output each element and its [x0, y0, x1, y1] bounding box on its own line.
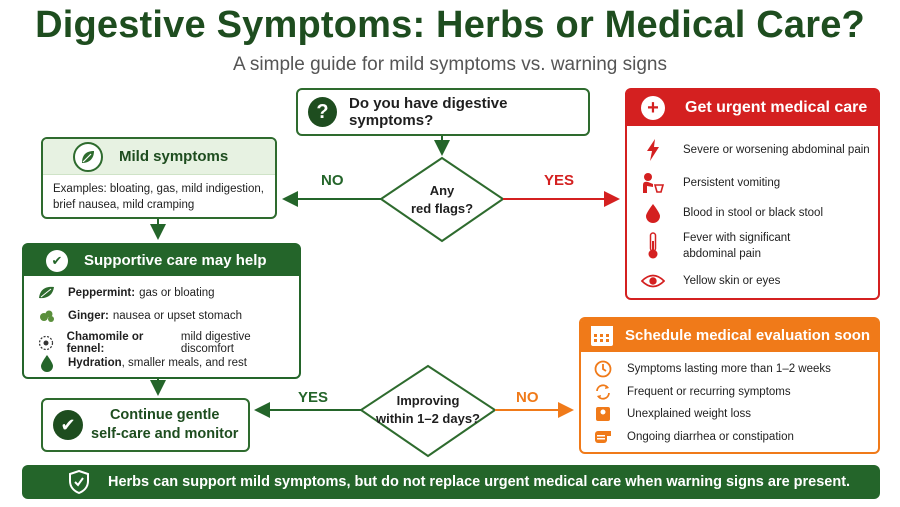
evaluation-item: Symptoms lasting more than 1–2 weeks [593, 360, 831, 378]
decision1-line1: Any [429, 183, 455, 198]
shield-check-icon [68, 470, 90, 494]
decision1-line2: red flags? [410, 201, 474, 216]
continue-self-care-box: ✔ Continue gentle self-care and monitor [41, 398, 250, 452]
medical-evaluation-box: Schedule medical evaluation soon Symptom… [579, 317, 880, 454]
urgent-care-box: + Get urgent medical care Severe or wors… [625, 88, 880, 300]
evaluation-item-text: Ongoing diarrhea or constipation [627, 431, 794, 443]
urgent-item-text: Yellow skin or eyes [683, 275, 781, 287]
leaf-icon [73, 141, 103, 172]
decision-diamond-red-flags [379, 156, 505, 243]
evaluation-item: Ongoing diarrhea or constipation [593, 429, 794, 445]
evaluation-item-text: Symptoms lasting more than 1–2 weeks [627, 363, 831, 375]
supportive-item-ginger: Ginger: nausea or upset stomach [36, 308, 242, 324]
decision2-yes-label: YES [298, 389, 329, 406]
page-title: Digestive Symptoms: Herbs or Medical Car… [35, 4, 865, 46]
decision2-line1: Improving [396, 393, 460, 408]
evaluation-item-text: Unexplained weight loss [627, 408, 752, 420]
supportive-item-bold: Ginger: [68, 310, 109, 322]
question-icon: ? [308, 97, 338, 127]
urgent-item: Severe or worsening abdominal pain [641, 139, 870, 161]
chamomile-flower-icon [36, 334, 57, 352]
question-text: Do you have digestive symptoms? [349, 95, 508, 129]
blood-drop-icon [641, 203, 665, 223]
supportive-item-bold: Peppermint: [68, 287, 136, 299]
mild-symptoms-line2: brief nausea, mild cramping [53, 199, 195, 211]
urgent-item-line1: Fever with significant [683, 232, 791, 244]
evaluation-title: Schedule medical evaluation soon [625, 327, 871, 344]
urgent-item-text: Severe or worsening abdominal pain [683, 144, 870, 156]
decision2-text: Improving within 1–2 days? [372, 392, 484, 428]
urgent-item-text: Persistent vomiting [683, 177, 781, 189]
mild-symptoms-box: Mild symptoms Examples: bloating, gas, m… [41, 137, 277, 219]
clock-icon [593, 360, 613, 378]
urgent-item: Yellow skin or eyes [641, 273, 780, 289]
decision1-yes-label: YES [544, 172, 575, 189]
supportive-item-text: , smaller meals, and rest [121, 357, 247, 369]
supportive-item-bold: Chamomile or fennel: [66, 331, 144, 355]
recurring-arrows-icon [593, 383, 613, 401]
toilet-paper-icon [593, 429, 613, 445]
supportive-item-bold: Hydration [68, 357, 122, 369]
check-circle-icon: ✔ [46, 249, 68, 272]
urgent-item-line2: abdominal pain [683, 248, 762, 260]
mild-symptoms-title: Mild symptoms [119, 148, 229, 165]
eye-icon [641, 273, 665, 289]
urgent-item: Fever with significant abdominal pain [641, 230, 790, 262]
decision2-no-label: NO [516, 389, 539, 406]
medical-cross-icon: + [641, 96, 665, 120]
supportive-item-text: gas or bloating [139, 287, 215, 299]
footer-text: Herbs can support mild symptoms, but do … [108, 474, 851, 490]
supportive-item-peppermint: Peppermint: gas or bloating [36, 285, 215, 301]
evaluation-item: Frequent or recurring symptoms [593, 383, 791, 401]
decision1-no-label: NO [321, 172, 344, 189]
question-box: ? Do you have digestive symptoms? [296, 88, 590, 136]
supportive-item-chamomile: Chamomile or fennel: mild digestive disc… [36, 331, 299, 355]
water-drop-icon [36, 354, 58, 372]
page-subtitle: A simple guide for mild symptoms vs. war… [233, 54, 667, 75]
evaluation-item: Unexplained weight loss [593, 406, 751, 422]
peppermint-leaf-icon [36, 285, 58, 301]
decision-diamond-improving [359, 364, 497, 458]
supportive-care-box: ✔ Supportive care may help Peppermint: g… [22, 243, 301, 379]
urgent-care-title: Get urgent medical care [685, 99, 868, 116]
decision2-line2: within 1–2 days? [375, 411, 481, 426]
supportive-item-hydration: Hydration , smaller meals, and rest [36, 354, 247, 372]
supportive-care-title: Supportive care may help [84, 252, 267, 269]
thermometer-icon [641, 232, 665, 260]
footer-banner: Herbs can support mild symptoms, but do … [22, 465, 880, 499]
urgent-item: Blood in stool or black stool [641, 203, 823, 223]
urgent-item: Persistent vomiting [641, 172, 780, 194]
lightning-pain-icon [641, 139, 665, 161]
supportive-item-text: mild digestive discomfort [180, 331, 251, 355]
vomiting-person-icon [641, 172, 665, 194]
supportive-item-text: nausea or upset stomach [112, 310, 243, 322]
ginger-root-icon [36, 308, 58, 324]
continue-line2: self-care and monitor [91, 426, 239, 442]
decision1-text: Any red flags? [391, 182, 493, 218]
checkmark-icon: ✔ [53, 410, 83, 440]
calendar-icon [591, 325, 613, 346]
urgent-item-text: Blood in stool or black stool [683, 207, 823, 219]
evaluation-item-text: Frequent or recurring symptoms [627, 386, 791, 398]
mild-symptoms-line1: Examples: bloating, gas, mild indigestio… [53, 183, 264, 195]
continue-line1: Continue gentle [109, 407, 220, 423]
scale-icon [593, 406, 613, 422]
